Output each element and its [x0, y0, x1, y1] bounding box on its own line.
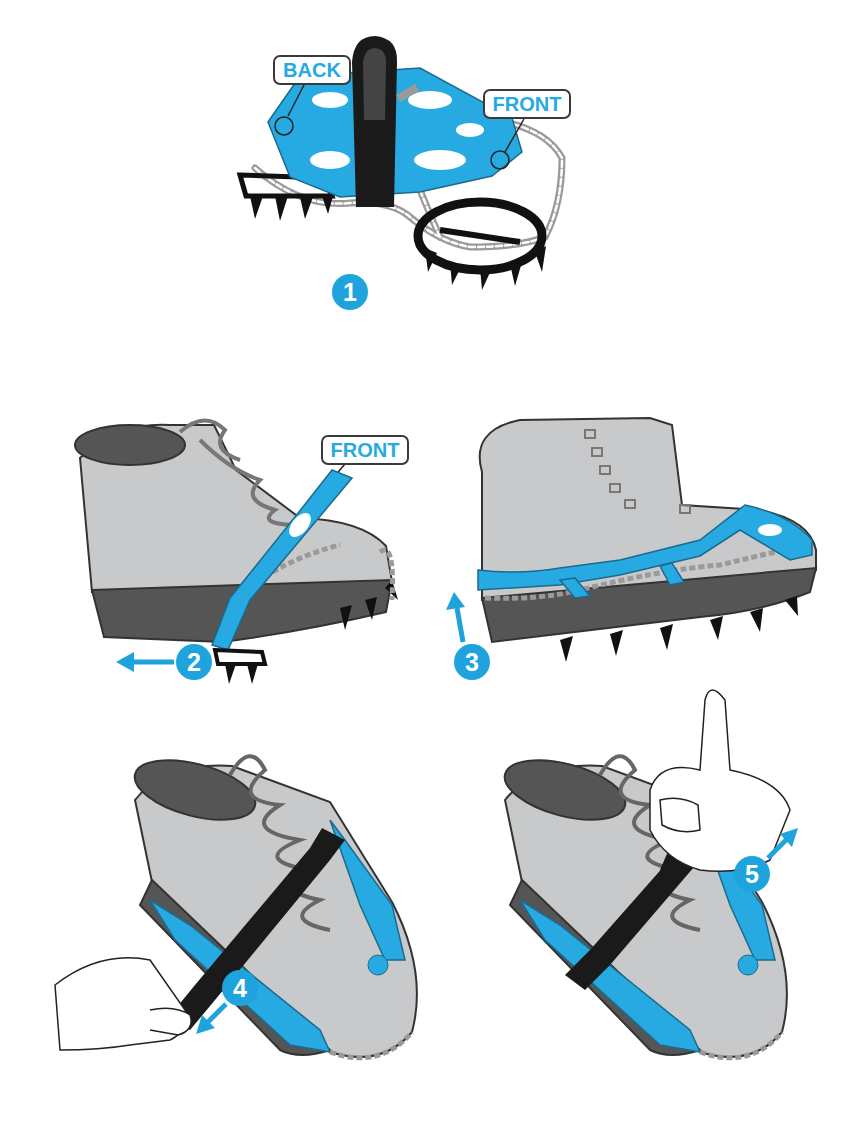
boot-side-view-part: [340, 580, 398, 630]
boot-side-view-part: [75, 425, 185, 465]
crampon-on-boot-part: [758, 524, 782, 536]
front-spike-ring-part: [425, 246, 546, 290]
motion-arrow-part: [206, 1004, 226, 1024]
boot-top-view-part: [700, 1032, 782, 1058]
motion-arrow: [196, 1004, 226, 1034]
crampon-on-boot-part: [215, 650, 265, 664]
crampon-on-boot: [478, 505, 812, 598]
crampon-strap-part: [396, 84, 419, 102]
crampon-harness-part: [414, 150, 466, 170]
motion-arrow-part: [116, 652, 134, 672]
front-spike-ring-part: [440, 230, 520, 242]
label-text: 3: [465, 648, 479, 677]
motion-arrow-part: [446, 592, 465, 610]
direction-tag: BACK: [273, 55, 351, 85]
boot-top-view-part: [330, 1032, 412, 1058]
label-text: 2: [187, 648, 201, 677]
back-spike-frame-part: [250, 196, 333, 221]
front-spike-ring: [418, 202, 546, 290]
crampon-on-boot-part: [225, 664, 258, 684]
motion-arrow-part: [780, 828, 798, 847]
crampon-on-boot-part: [478, 505, 812, 590]
crampon-harness-part: [408, 91, 452, 109]
boot-top-view-part: [150, 900, 330, 1052]
callout-number: 3: [454, 644, 490, 680]
leader-line-part: [505, 119, 524, 152]
boot-side-view-part: [560, 596, 798, 662]
leader-line-part: [288, 85, 304, 116]
crampon-harness-part: [275, 117, 293, 135]
hand: [650, 690, 790, 871]
label-text: FRONT: [331, 439, 400, 461]
hand-part: [150, 1008, 191, 1035]
motion-arrow-part: [196, 1015, 215, 1034]
boot-top-view: [128, 749, 417, 1058]
boot-side-view-part-part: [625, 500, 635, 508]
boot-side-view-part: [585, 430, 690, 513]
direction-tag: FRONT: [321, 435, 410, 465]
boot-side-view-part-part: [680, 505, 690, 513]
boot-top-view-part: [368, 955, 388, 975]
crampon-on-boot-part: [212, 470, 352, 650]
crampon-harness-part: [310, 151, 350, 169]
motion-arrow-part: [768, 838, 788, 858]
boot-top-view-part: [520, 900, 700, 1052]
crampon-harness-part: [491, 151, 509, 169]
label-text: BACK: [283, 59, 341, 81]
callout-number: 2: [176, 644, 212, 680]
leader-line: [288, 85, 524, 478]
callout-number: 4: [222, 970, 258, 1006]
crampon-on-boot-part: [560, 563, 684, 598]
front-spike-ring-part: [418, 202, 542, 270]
label-text: 5: [745, 860, 759, 889]
hand-part: [660, 798, 700, 831]
direction-tag: FRONT: [483, 89, 572, 119]
crampon-on-boot: [212, 470, 393, 684]
crampon-harness-part: [456, 123, 484, 137]
boot-side-view-part-part: [585, 430, 595, 438]
crampon-strap: [352, 36, 419, 207]
crampon-harness-part: [312, 92, 348, 108]
boot-side-view-part-part: [610, 484, 620, 492]
callout-number: 5: [734, 856, 770, 892]
boot-side-view-part-part: [600, 466, 610, 474]
crampon-strap-part: [363, 48, 386, 120]
motion-arrow-part: [457, 608, 463, 642]
motion-arrow: [768, 828, 798, 858]
label-text: 4: [233, 974, 247, 1003]
boot-top-view-part: [738, 955, 758, 975]
crampon-strap-part: [352, 36, 397, 207]
motion-arrow: [446, 592, 465, 642]
hand: [55, 958, 191, 1050]
crampon-on-boot-part: [380, 550, 393, 600]
hand-part: [650, 690, 790, 871]
boot-side-view-part-part: [592, 448, 602, 456]
motion-arrow-part: [132, 660, 174, 665]
motion-arrow: [116, 652, 174, 672]
callout-number: 1: [332, 274, 368, 310]
boot-side-view-part: [180, 420, 300, 525]
crampon-on-boot-part: [285, 509, 315, 541]
label-text: 1: [343, 278, 357, 307]
boot-top-view-part: [168, 828, 345, 1030]
hand-part: [55, 958, 186, 1050]
label-text: FRONT: [493, 93, 562, 115]
